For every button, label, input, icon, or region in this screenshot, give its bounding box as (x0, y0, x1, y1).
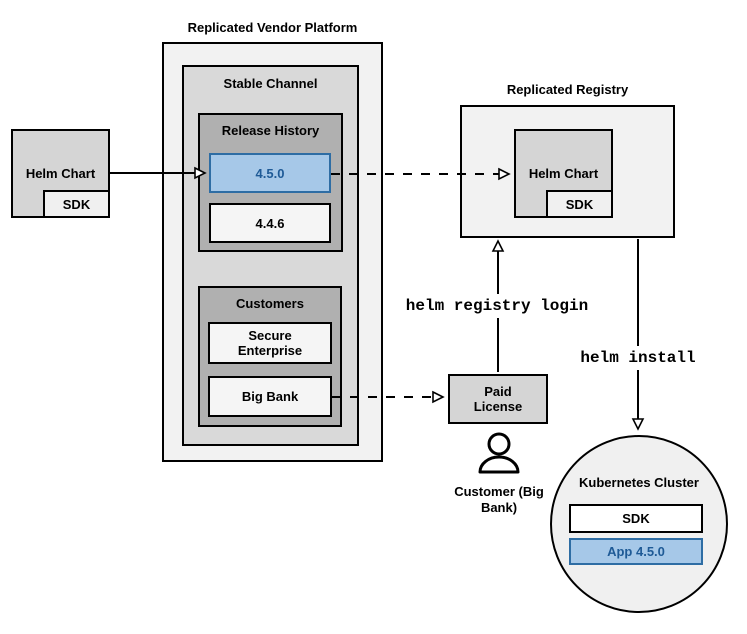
customers-label: Customers (236, 296, 304, 311)
stable-channel-label: Stable Channel (223, 76, 318, 91)
customer-item-big-bank: Big Bank (208, 376, 332, 417)
customer-icon (478, 432, 520, 474)
stable-channel-box: Stable Channel Release History 4.5.0 4.4… (182, 65, 359, 446)
release-item-4-5-0: 4.5.0 (209, 153, 331, 193)
customer-name-label: Secure Enterprise (237, 328, 303, 358)
release-history-label: Release History (221, 123, 320, 138)
kubernetes-cluster-label: Kubernetes Cluster (579, 475, 699, 490)
customer-name-label: Big Bank (241, 389, 299, 404)
source-sdk-box: SDK (43, 190, 110, 218)
cluster-app-box: App 4.5.0 (569, 538, 703, 565)
vendor-platform-box: Stable Channel Release History 4.5.0 4.4… (162, 42, 383, 462)
command-helm-registry-login: helm registry login (398, 294, 596, 318)
vendor-platform-title: Replicated Vendor Platform (187, 20, 358, 35)
paid-license-box: Paid License (448, 374, 548, 424)
registry-helm-chart-label: Helm Chart (528, 166, 599, 181)
cluster-sdk-label: SDK (622, 511, 650, 526)
command-helm-install: helm install (577, 346, 699, 370)
cluster-sdk-box: SDK (569, 504, 703, 533)
customers-box: Customers Secure Enterprise Big Bank (198, 286, 342, 427)
cluster-app-label: App 4.5.0 (607, 544, 665, 559)
release-version-label: 4.4.6 (255, 215, 285, 231)
release-item-4-4-6: 4.4.6 (209, 203, 331, 243)
source-helm-chart-label: Helm Chart (25, 166, 96, 181)
registry-title: Replicated Registry (506, 82, 629, 97)
release-version-label: 4.5.0 (255, 165, 285, 181)
release-history-box: Release History 4.5.0 4.4.6 (198, 113, 343, 252)
source-sdk-label: SDK (62, 196, 91, 212)
paid-license-label: Paid License (473, 384, 523, 414)
customer-caption: Customer (Big Bank) (454, 484, 544, 515)
registry-sdk-box: SDK (546, 190, 613, 218)
customer-item-secure-enterprise: Secure Enterprise (208, 322, 332, 364)
registry-sdk-label: SDK (565, 196, 594, 212)
